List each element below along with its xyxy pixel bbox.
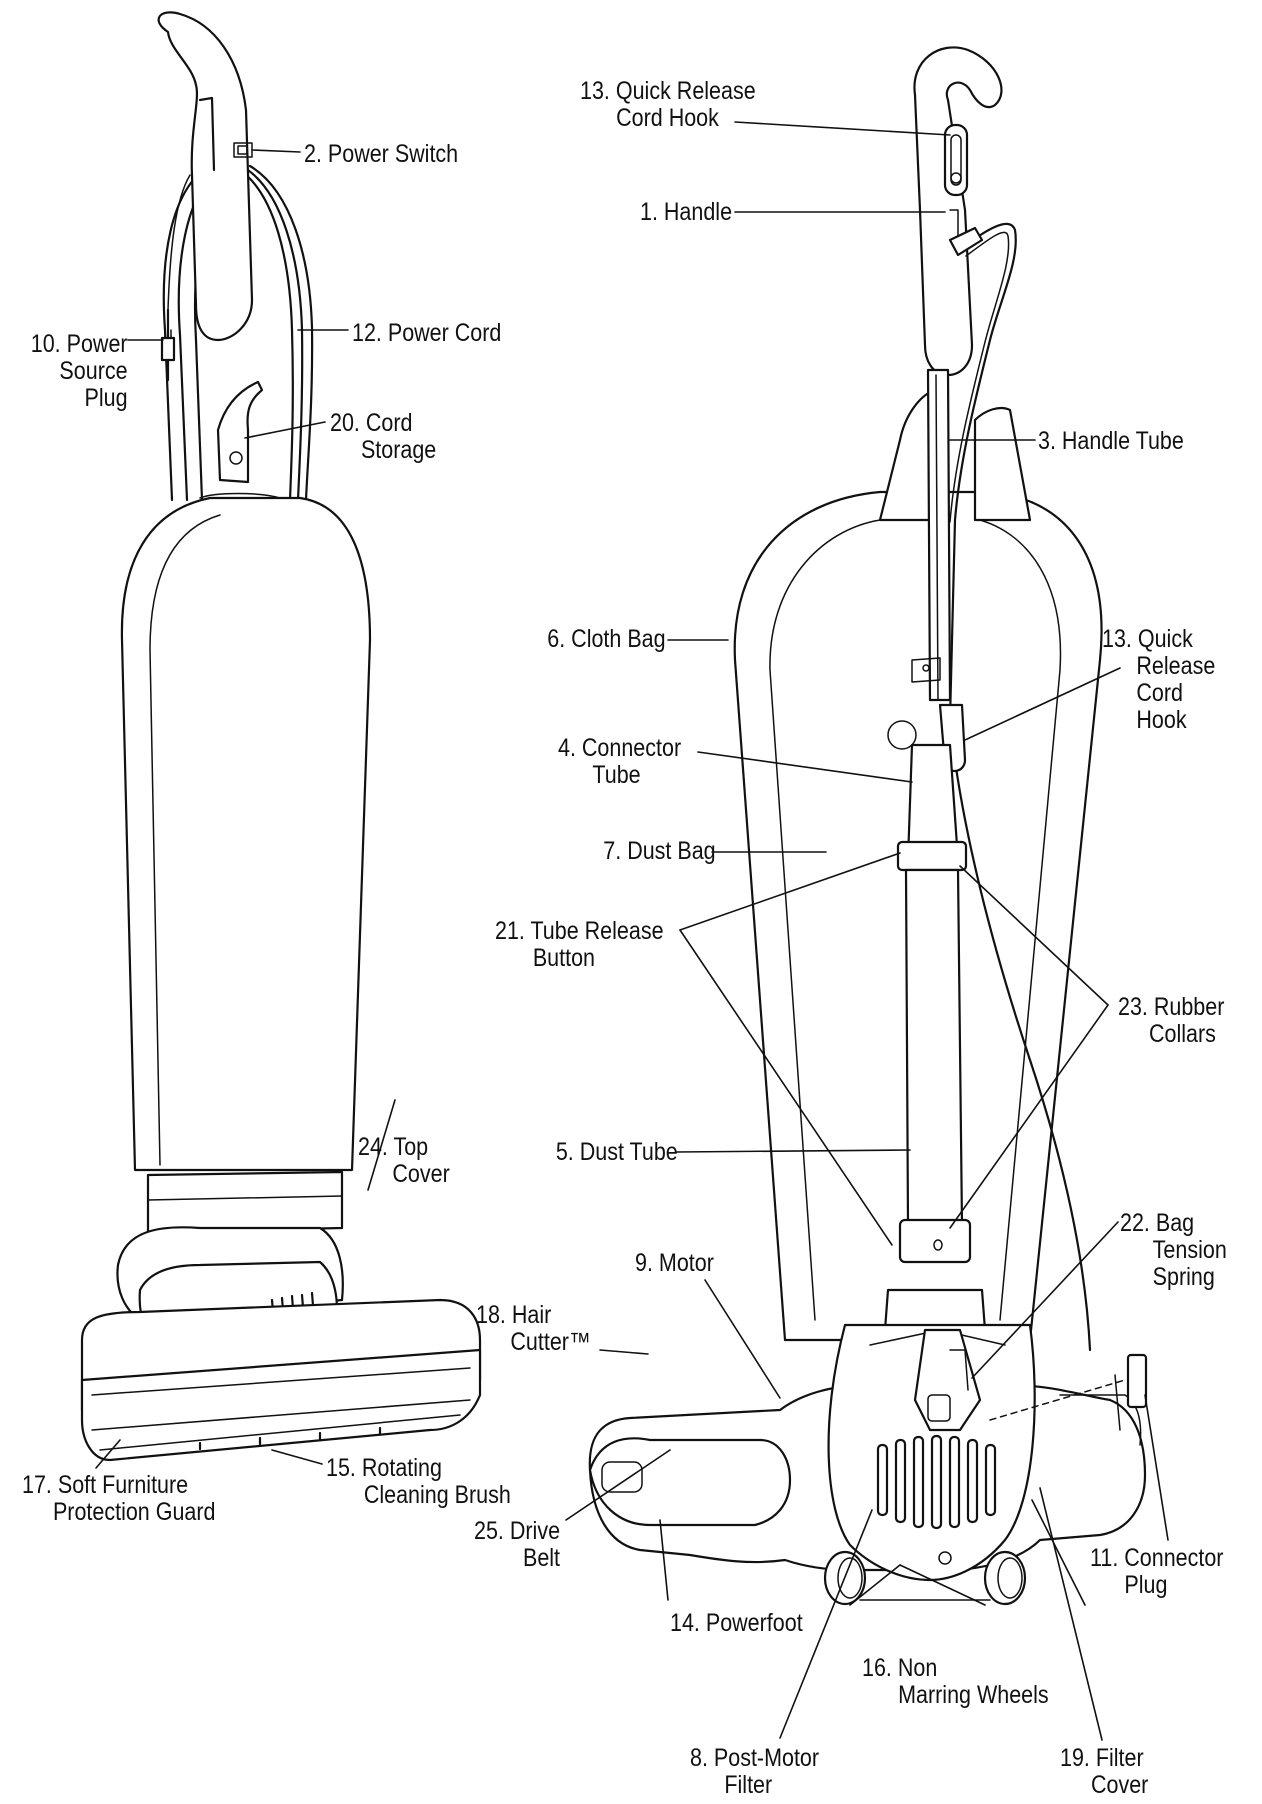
- label-power-switch-text: 2. Power Switch: [304, 140, 459, 168]
- label-bag-tension-spring-line1: 22. Bag: [1120, 1209, 1195, 1237]
- label-drive-belt-line2: Belt: [522, 1544, 560, 1572]
- label-wheels: 16. Non Marring Wheels: [862, 1655, 1049, 1709]
- right-vacuum-rear-view: [588, 46, 1148, 1606]
- handle-tube: [926, 368, 952, 702]
- label-post-motor-filter-line2: Filter: [724, 1771, 773, 1799]
- label-rubber-collars-line1: 23. Rubber: [1118, 993, 1225, 1021]
- label-rubber-collars: 23. Rubber Collars: [1118, 994, 1224, 1048]
- label-protection-guard-line2: Protection Guard: [52, 1498, 216, 1526]
- label-wheels-line2: Marring Wheels: [898, 1681, 1049, 1709]
- label-motor: 9. Motor: [635, 1250, 714, 1277]
- label-quick-release-side-line4: Hook: [1136, 706, 1187, 734]
- label-power-cord-text: 12. Power Cord: [352, 319, 502, 347]
- label-bag-tension-spring-line2: Tension: [1152, 1236, 1227, 1264]
- left-powerfoot: [80, 1298, 482, 1462]
- label-power-source-plug: 10. Power Source Plug: [31, 331, 128, 412]
- label-dust-bag: 7. Dust Bag: [604, 838, 716, 865]
- label-dust-bag-text: 7. Dust Bag: [603, 837, 716, 865]
- label-filter-cover: 19. Filter Cover: [1060, 1745, 1148, 1799]
- upper-rubber-collar: [896, 840, 968, 872]
- label-connector-plug-line2: Plug: [1124, 1571, 1168, 1599]
- dust-tube: [904, 868, 964, 1227]
- label-handle-text: 1. Handle: [639, 198, 732, 226]
- label-power-cord: 12. Power Cord: [352, 320, 501, 347]
- label-hair-cutter: 18. Hair Cutter™: [476, 1302, 590, 1356]
- label-cloth-bag: 6. Cloth Bag: [548, 626, 666, 653]
- filter-cover-vents: [827, 1323, 1036, 1582]
- label-cord-storage-line1: 20. Cord: [330, 409, 413, 437]
- left-cloth-bag: [120, 492, 372, 1172]
- label-protection-guard-line1: 17. Soft Furniture: [22, 1471, 189, 1499]
- label-power-source-plug-line3: Plug: [84, 384, 128, 412]
- left-vacuum-front-view: [80, 11, 482, 1462]
- label-dust-tube-text: 5. Dust Tube: [556, 1138, 678, 1166]
- label-rotating-brush-line2: Cleaning Brush: [363, 1481, 511, 1509]
- label-handle: 1. Handle: [640, 199, 732, 226]
- label-bag-tension-spring: 22. Bag Tension Spring: [1120, 1210, 1227, 1291]
- label-power-switch: 2. Power Switch: [304, 141, 458, 168]
- label-bag-tension-spring-line3: Spring: [1152, 1263, 1215, 1291]
- cord-storage-hook: [216, 380, 264, 484]
- label-top-cover: 24. Top Cover: [358, 1134, 450, 1188]
- left-handle: [157, 11, 254, 342]
- label-connector-plug-line1: 11. Connector: [1090, 1544, 1224, 1572]
- non-marring-wheels: [823, 1550, 1027, 1606]
- label-quick-release-side-line3: Cord: [1136, 679, 1184, 707]
- label-quick-release-side: 13. Quick Release Cord Hook: [1102, 626, 1215, 734]
- label-wheels-line1: 16. Non: [862, 1654, 938, 1682]
- label-top-cover-line1: 24. Top: [358, 1133, 429, 1161]
- label-motor-text: 9. Motor: [635, 1249, 714, 1277]
- label-post-motor-filter: 8. Post-Motor Filter: [690, 1745, 819, 1799]
- label-dust-tube: 5. Dust Tube: [556, 1139, 678, 1166]
- label-drive-belt: 25. Drive Belt: [474, 1518, 560, 1572]
- label-cord-storage: 20. Cord Storage: [330, 410, 436, 464]
- connector-plug: [989, 1353, 1148, 1431]
- label-rotating-brush-line1: 15. Rotating: [326, 1454, 442, 1482]
- leader-lines: [95, 121, 1169, 1741]
- label-quick-release-side-line1: 13. Quick: [1102, 625, 1193, 653]
- label-quick-release-top-line1: 13. Quick Release: [580, 77, 756, 105]
- label-tube-release-line1: 21. Tube Release: [495, 917, 664, 945]
- lower-rubber-collar: [898, 1218, 972, 1264]
- label-filter-cover-line1: 19. Filter: [1060, 1744, 1144, 1772]
- label-power-source-plug-line1: 10. Power: [31, 330, 128, 358]
- bag-tension-spring-bracket: [913, 1328, 982, 1432]
- label-connector-tube-line2: Tube: [592, 761, 641, 789]
- label-post-motor-filter-line1: 8. Post-Motor: [690, 1744, 820, 1772]
- label-protection-guard: 17. Soft Furniture Protection Guard: [22, 1472, 216, 1526]
- label-quick-release-side-line2: Release: [1136, 652, 1216, 680]
- label-tube-release-line2: Button: [532, 944, 596, 972]
- power-source-plug: [160, 308, 176, 382]
- label-powerfoot: 14. Powerfoot: [670, 1610, 803, 1637]
- label-hair-cutter-line2: Cutter™: [510, 1328, 591, 1356]
- label-handle-tube-text: 3. Handle Tube: [1038, 427, 1184, 455]
- label-connector-plug: 11. Connector Plug: [1090, 1545, 1223, 1599]
- label-top-cover-line2: Cover: [392, 1160, 450, 1188]
- label-rubber-collars-line2: Collars: [1148, 1020, 1216, 1048]
- label-hair-cutter-line1: 18. Hair: [476, 1301, 552, 1329]
- label-drive-belt-line1: 25. Drive: [473, 1517, 560, 1545]
- label-cloth-bag-text: 6. Cloth Bag: [547, 625, 666, 653]
- label-cord-storage-line2: Storage: [360, 436, 437, 464]
- label-tube-release: 21. Tube Release Button: [495, 918, 664, 972]
- label-rotating-brush: 15. Rotating Cleaning Brush: [326, 1455, 511, 1509]
- label-connector-tube: 4. Connector Tube: [558, 735, 681, 789]
- right-handle: [913, 46, 1003, 377]
- label-powerfoot-text: 14. Powerfoot: [670, 1609, 803, 1637]
- label-filter-cover-line2: Cover: [1090, 1771, 1149, 1799]
- label-quick-release-top-line2: Cord Hook: [616, 104, 719, 132]
- label-connector-tube-line1: 4. Connector: [558, 734, 682, 762]
- left-bag-collar: [146, 1170, 344, 1234]
- label-power-source-plug-line2: Source: [59, 357, 129, 385]
- label-quick-release-top: 13. Quick Release Cord Hook: [580, 78, 756, 132]
- label-handle-tube: 3. Handle Tube: [1038, 428, 1184, 455]
